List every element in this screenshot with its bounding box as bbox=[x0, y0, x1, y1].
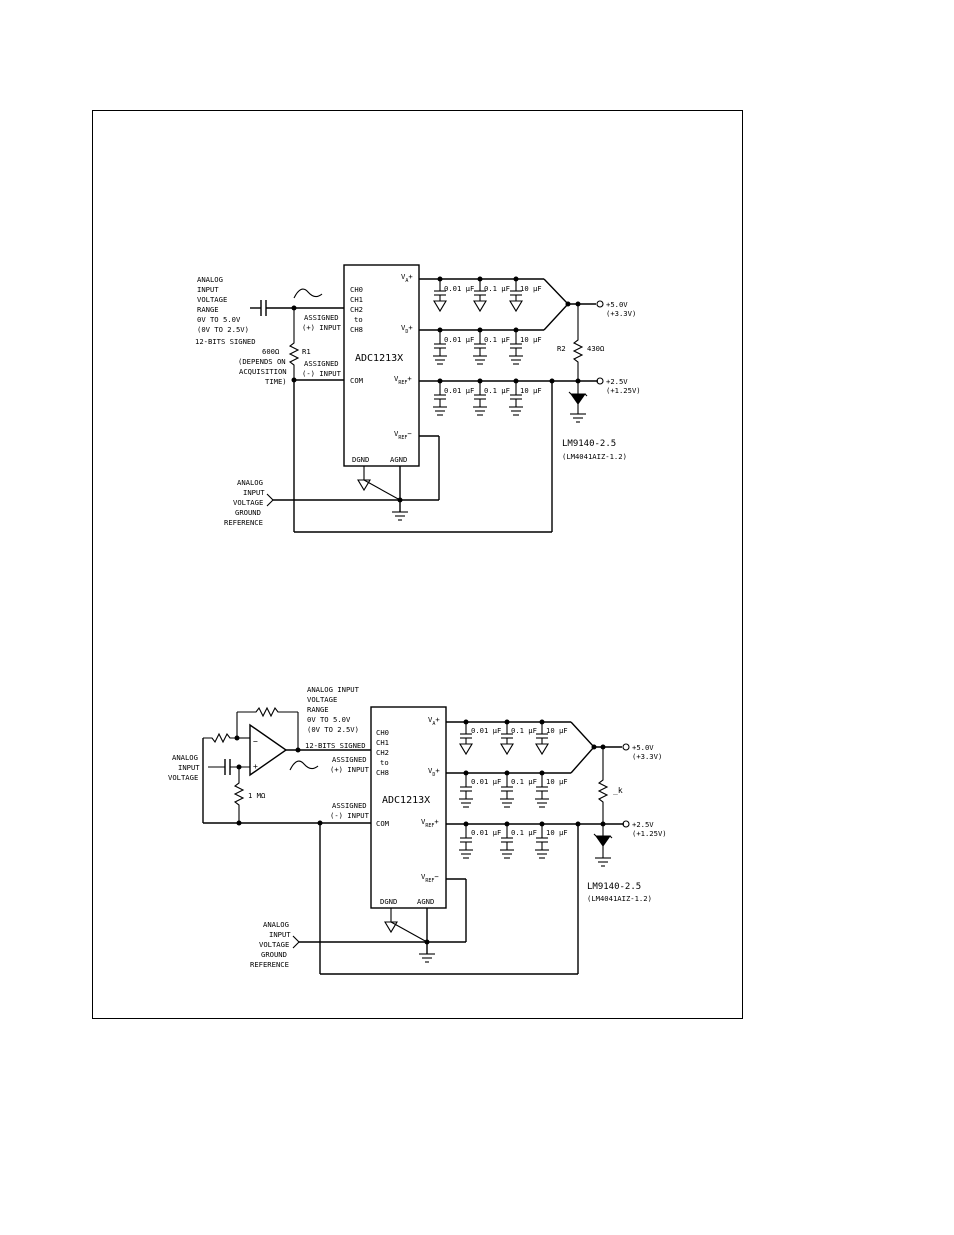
bottom-cap-vd-3: 10 µF bbox=[546, 777, 568, 786]
top-v25-label: +2.5V bbox=[606, 377, 628, 386]
bottom-pin-vd: VD+ bbox=[428, 766, 440, 778]
top-v125-label: (+1.25V) bbox=[606, 386, 641, 395]
top-resistor-r1 bbox=[288, 308, 300, 380]
bottom-cap-vref-3: 10 µF bbox=[546, 828, 568, 837]
bottom-voltage-reference-diode bbox=[593, 824, 613, 867]
bottom-ref-alt: (LM4041AIZ-1.2) bbox=[587, 894, 652, 903]
bottom-assigned-plus: ASSIGNED (+) INPUT bbox=[330, 755, 371, 774]
top-gnd-ref-label: ANALOG INPUT VOLTAGE GROUND REFERENCE bbox=[224, 478, 269, 527]
svg-text:−: − bbox=[253, 737, 258, 746]
bottom-v25-label: +2.5V bbox=[632, 820, 654, 829]
top-v50-label: +5.0V bbox=[606, 300, 628, 309]
top-pin-vd: VD+ bbox=[401, 323, 413, 335]
figure-frame bbox=[92, 110, 743, 1019]
bottom-op-amp bbox=[249, 723, 288, 777]
top-r2-label: R2 bbox=[557, 344, 566, 353]
top-r1-label: R1 bbox=[302, 347, 311, 356]
bottom-vout-2v5-terminal bbox=[622, 820, 630, 828]
bottom-cap-va-2: 0.1 µF bbox=[511, 726, 537, 735]
top-resistor-r2 bbox=[572, 304, 584, 381]
bottom-v50-label: +5.0V bbox=[632, 743, 654, 752]
top-cap-va-3: 10 µF bbox=[520, 284, 542, 293]
bottom-schematic: ADC1213X CH0 CH1 CH2 to CH8 COM VA+ VD+ … bbox=[168, 685, 667, 975]
bottom-chip-name: ADC1213X bbox=[382, 795, 430, 806]
bottom-pin-to: to bbox=[380, 758, 389, 767]
bottom-resistor-1m bbox=[233, 767, 245, 823]
bottom-vout-5v-terminal bbox=[622, 743, 630, 751]
top-pin-ch0: CH0 bbox=[350, 285, 363, 294]
bottom-feedback-resistor bbox=[237, 706, 298, 718]
top-r2-value: 430Ω bbox=[587, 344, 605, 353]
bottom-v125-label: (+1.25V) bbox=[632, 829, 667, 838]
top-ref-alt: (LM4041AIZ-1.2) bbox=[562, 452, 627, 461]
top-pin-ch8: CH8 bbox=[350, 325, 363, 334]
top-input-range-label: ANALOG INPUT VOLTAGE RANGE 0V TO 5.0V (0… bbox=[195, 275, 256, 346]
bottom-ref-name: LM9140-2.5 bbox=[587, 882, 641, 892]
bottom-res-k-label: _k bbox=[613, 786, 623, 795]
bottom-pin-dgnd: DGND bbox=[380, 897, 397, 906]
top-assigned-plus: ASSIGNED (+) INPUT bbox=[302, 313, 343, 332]
top-cap-vref-2: 0.1 µF bbox=[484, 386, 510, 395]
top-pin-va: VA+ bbox=[401, 272, 413, 284]
top-cap-vd-1: 0.01 µF bbox=[444, 335, 474, 344]
top-cap-vref-3: 10 µF bbox=[520, 386, 542, 395]
bottom-pin-ch1: CH1 bbox=[376, 738, 389, 747]
top-chip-name: ADC1213X bbox=[355, 353, 403, 364]
top-cap-va-2: 0.1 µF bbox=[484, 284, 510, 293]
top-schematic: ADC1213X CH0 CH1 CH2 to CH8 COM VA+ VD+ … bbox=[195, 264, 641, 533]
top-vout-5v-terminal bbox=[596, 300, 604, 308]
bottom-cap-va-1: 0.01 µF bbox=[471, 726, 501, 735]
bottom-cap-va-3: 10 µF bbox=[546, 726, 568, 735]
bottom-v33-label: (+3.3V) bbox=[632, 752, 662, 761]
svg-text:+: + bbox=[253, 762, 258, 771]
bottom-cap-vd-1: 0.01 µF bbox=[471, 777, 501, 786]
bottom-cap-vref-2: 0.1 µF bbox=[511, 828, 537, 837]
top-pin-vref-plus: VREF+ bbox=[394, 374, 412, 386]
top-v33-label: (+3.3V) bbox=[606, 309, 636, 318]
bottom-analog-input-label: ANALOG INPUT VOLTAGE bbox=[168, 753, 204, 782]
bottom-cap-vref-1: 0.01 µF bbox=[471, 828, 501, 837]
top-pin-dgnd: DGND bbox=[352, 455, 369, 464]
bottom-pin-agnd: AGND bbox=[417, 897, 434, 906]
top-pin-to: to bbox=[354, 315, 363, 324]
bottom-cap-vd-2: 0.1 µF bbox=[511, 777, 537, 786]
bottom-pin-vref-minus: VREF− bbox=[421, 872, 439, 884]
top-cap-vd-3: 10 µF bbox=[520, 335, 542, 344]
top-cap-vd-2: 0.1 µF bbox=[484, 335, 510, 344]
bottom-assigned-minus: ASSIGNED (-) INPUT bbox=[330, 801, 371, 820]
bottom-sine-wave bbox=[289, 760, 319, 771]
bottom-adc-chip bbox=[370, 706, 447, 909]
top-ref-name: LM9140-2.5 bbox=[562, 439, 616, 449]
top-pin-com: COM bbox=[350, 376, 364, 385]
top-r1-value: 600Ω (DEPENDS ON ACQUISITION TIME) bbox=[238, 347, 291, 386]
bottom-res-1m-label: 1 MΩ bbox=[248, 791, 266, 800]
top-assigned-minus: ASSIGNED (-) INPUT bbox=[302, 359, 343, 378]
bottom-pin-ch2: CH2 bbox=[376, 748, 389, 757]
top-cap-vref-1: 0.01 µF bbox=[444, 386, 474, 395]
bottom-resistor-k bbox=[597, 747, 609, 824]
bottom-input-resistor bbox=[203, 732, 237, 744]
bottom-pin-va: VA+ bbox=[428, 715, 440, 727]
top-pin-ch2: CH2 bbox=[350, 305, 363, 314]
bottom-input-range-label: ANALOG INPUT VOLTAGE RANGE 0V TO 5.0V (0… bbox=[305, 685, 366, 750]
top-pin-agnd: AGND bbox=[390, 455, 407, 464]
bottom-gnd-ref-label: ANALOG INPUT VOLTAGE GROUND REFERENCE bbox=[250, 920, 295, 969]
top-adc-chip bbox=[343, 264, 420, 467]
top-pin-vref-minus: VREF− bbox=[394, 429, 412, 441]
bottom-pin-vref-plus: VREF+ bbox=[421, 817, 439, 829]
top-cap-va-1: 0.01 µF bbox=[444, 284, 474, 293]
top-pin-ch1: CH1 bbox=[350, 295, 363, 304]
bottom-pin-ch0: CH0 bbox=[376, 728, 389, 737]
bottom-pin-ch8: CH8 bbox=[376, 768, 389, 777]
top-vout-2v5-terminal bbox=[596, 377, 604, 385]
top-voltage-reference-diode bbox=[568, 381, 588, 423]
top-sine-wave bbox=[293, 288, 323, 299]
bottom-pin-com: COM bbox=[376, 819, 390, 828]
